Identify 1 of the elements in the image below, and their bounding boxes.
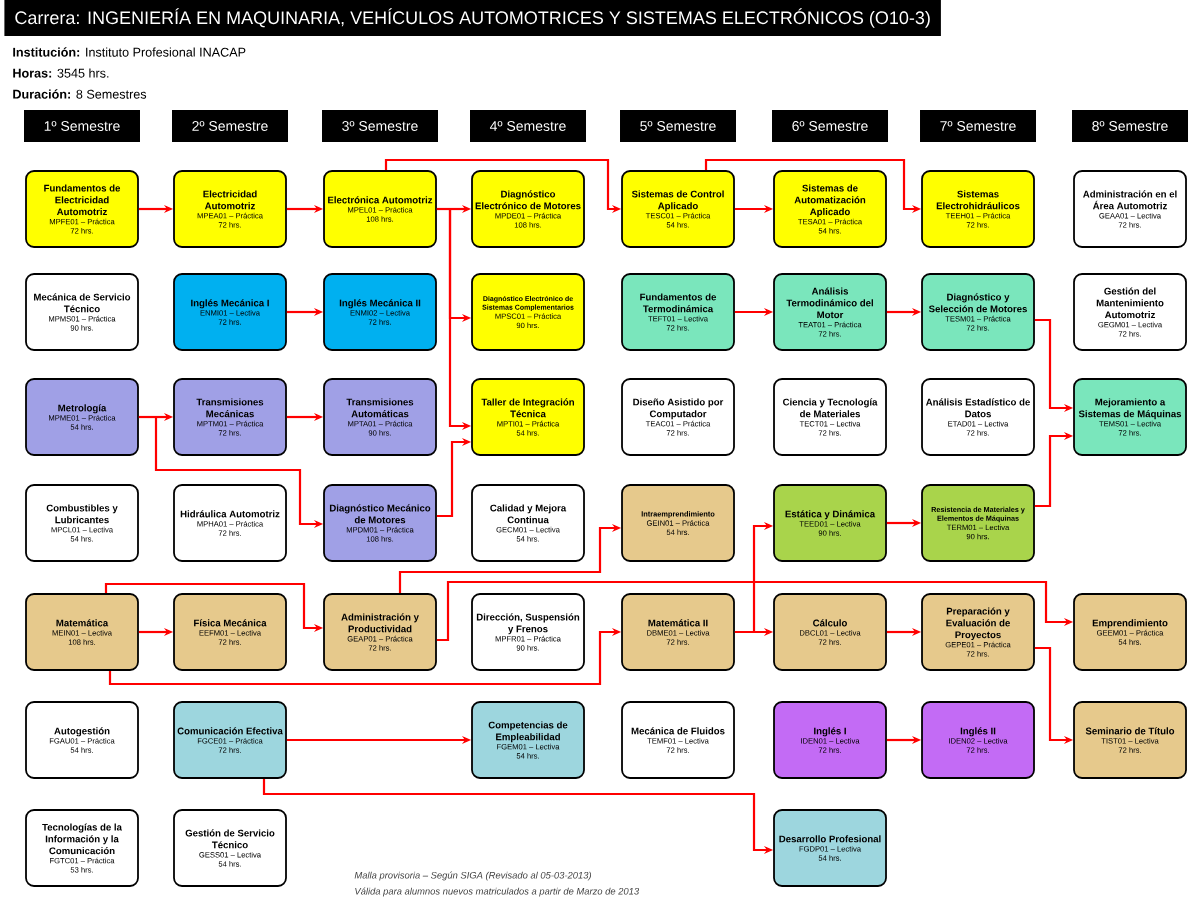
title-bar: Carrera: INGENIERÍA EN MAQUINARIA, VEHÍCULOS AUTOMOTRICES Y SISTEMAS ELECTRÓNICOS (O10-3) (4, 0, 941, 36)
